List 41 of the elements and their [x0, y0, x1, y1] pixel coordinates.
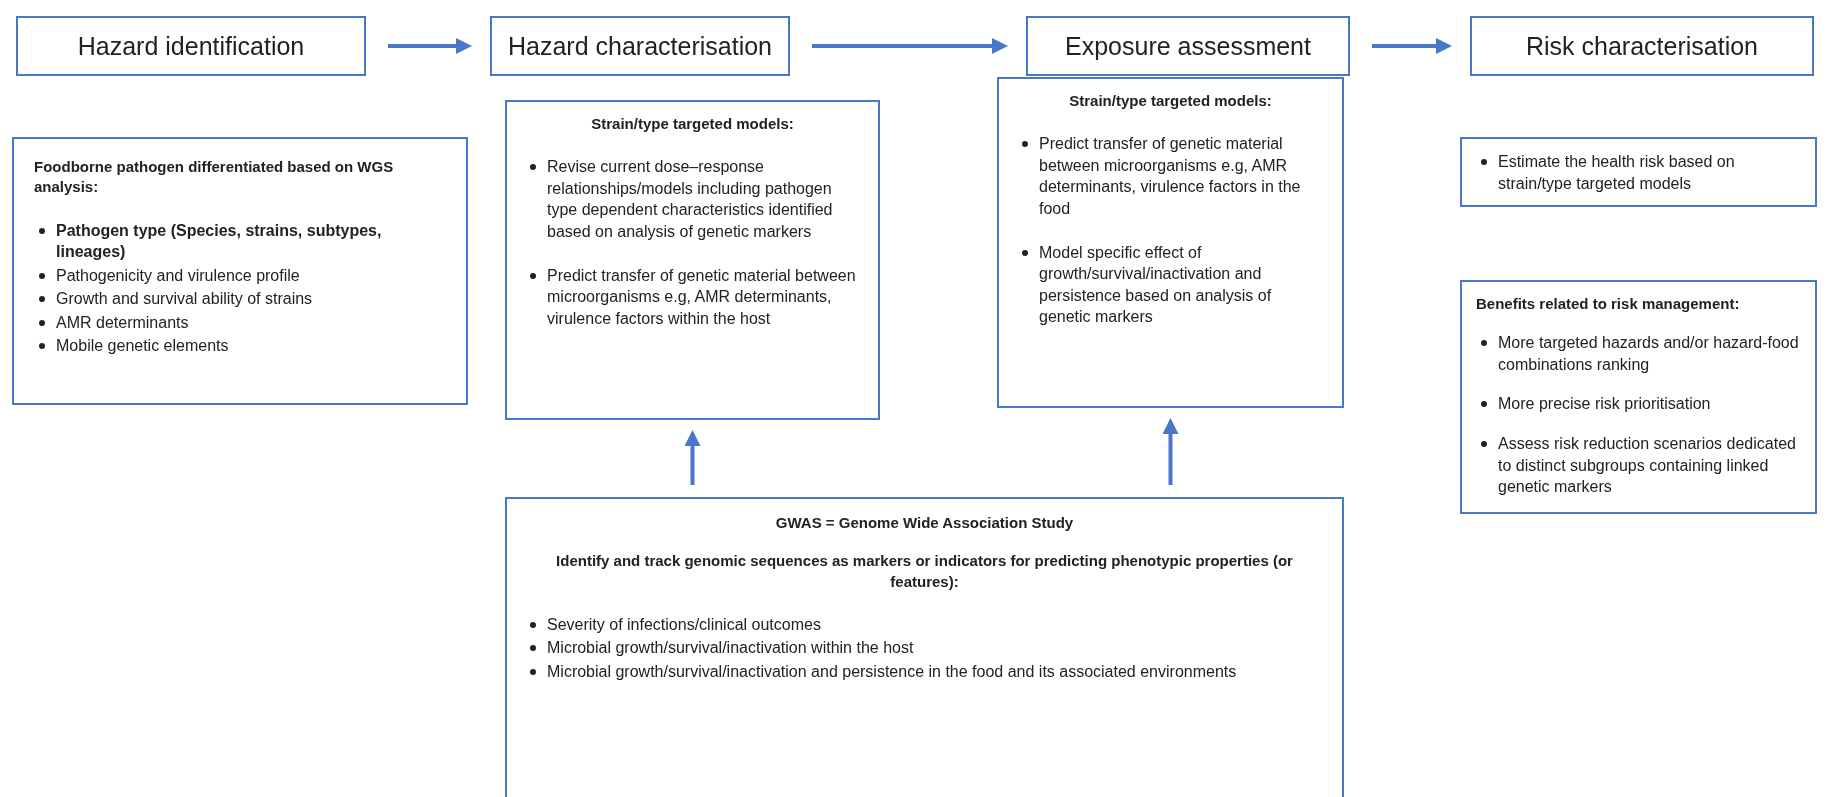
bullet-text: Microbial growth/survival/inactivation and persistence in the food and its associated environments	[547, 662, 1237, 680]
stage-box	[490, 16, 790, 76]
stage-box	[1026, 16, 1350, 76]
info-box	[505, 100, 880, 420]
arrow	[388, 38, 472, 54]
stage-title: Hazard identification	[76, 31, 306, 61]
stage-box	[16, 16, 366, 76]
bullet-text: AMR determinants	[56, 313, 189, 331]
bullet-text: Pathogenicity and virulence profile	[56, 266, 300, 284]
bullet-text: Mobile genetic elements	[56, 337, 229, 355]
bullet-text: Predict transfer of genetic material between microorganisms e.g, AMR determinants, virulence factors within the host	[547, 266, 856, 327]
info-box	[1460, 137, 1817, 207]
stage-title: Hazard characterisation	[507, 31, 773, 61]
bullet-text: Model specific effect of growth/survival/inactivation and persistence based on analysis of genetic markers	[1039, 243, 1272, 326]
info-box	[1460, 280, 1817, 514]
arrow	[1372, 38, 1452, 54]
arrow	[812, 38, 1008, 54]
info-box	[12, 137, 468, 405]
info-box	[997, 77, 1344, 408]
bullet-text: Pathogen type (Species, strains, subtypes, lineages)	[56, 221, 382, 261]
bullet-text: Predict transfer of genetic material between microorganisms e.g, AMR determinants, virulence factors in the food	[1039, 135, 1301, 218]
bullet-text: Severity of infections/clinical outcomes	[547, 615, 821, 633]
box-heading: Strain/type targeted models:	[590, 114, 795, 134]
bullet-text: More targeted hazards and/or hazard-food combinations ranking	[1498, 334, 1799, 373]
info-box	[505, 497, 1344, 797]
stage-title: Exposure assessment	[1064, 31, 1312, 61]
box-heading: Strain/type targeted models:	[1068, 91, 1273, 111]
arrow	[1162, 418, 1179, 485]
stage-box	[1470, 16, 1814, 76]
bullet-text: Growth and survival ability of strains	[56, 290, 313, 308]
stage-title: Risk characterisation	[1525, 31, 1759, 61]
box-heading: Identify and track genomic sequences as markers or indicators for predicting phenotypic properties (or features):	[555, 551, 1294, 592]
bullet-text: Revise current dose–response relationships/models including pathogen type dependent characteristics identified based on analysis of genetic markers	[547, 158, 833, 241]
bullet-text: Microbial growth/survival/inactivation within the host	[547, 639, 914, 657]
bullet-text: Estimate the health risk based on strain/type targeted models	[1498, 153, 1735, 192]
box-heading: Benefits related to risk management:	[1476, 294, 1741, 314]
box-heading: Foodborne pathogen differentiated based on WGS analysis:	[34, 157, 395, 198]
box-heading: GWAS = Genome Wide Association Study	[774, 513, 1075, 533]
bullet-text: Assess risk reduction scenarios dedicated to distinct subgroups containing linked genetic markers	[1498, 435, 1796, 496]
arrow	[684, 430, 701, 485]
bullet-text: More precise risk prioritisation	[1498, 395, 1711, 413]
